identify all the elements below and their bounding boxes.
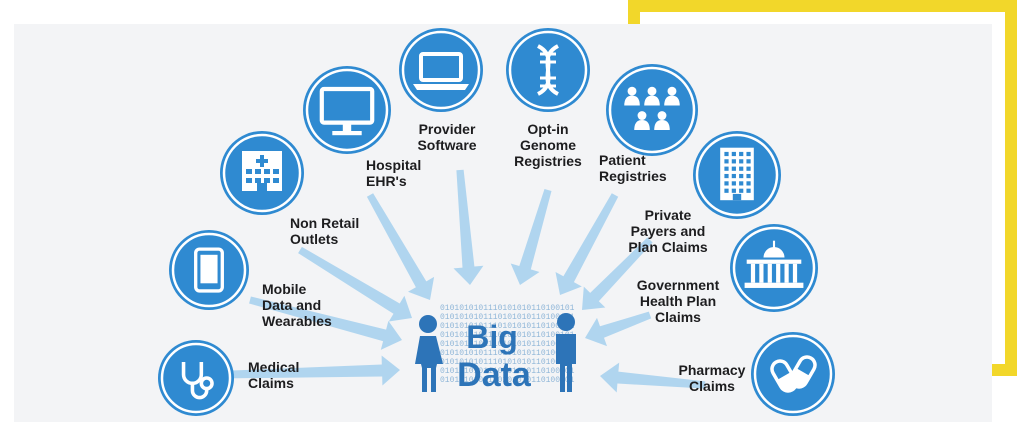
source-circle <box>399 28 483 112</box>
source-circle-ring <box>222 133 302 213</box>
arrow-medical-claims <box>209 355 400 386</box>
patient-group-icon <box>624 86 680 130</box>
label-line: Provider <box>419 121 476 137</box>
binary-line: 0101010101110101010110100101 <box>440 376 575 385</box>
label-line: Claims <box>689 378 735 394</box>
label-line: Plan Claims <box>628 239 708 255</box>
label-line: Patient <box>599 152 646 168</box>
source-circle-ring <box>508 30 588 110</box>
label-line: Wearables <box>262 313 332 329</box>
label-line: Genome <box>520 137 576 153</box>
label-line: Claims <box>248 375 294 391</box>
tablet-icon <box>194 247 224 293</box>
source-circle-ring <box>753 334 833 414</box>
binary-line: 0101010101110101010110100101 <box>440 322 575 331</box>
label-line: Pharmacy <box>679 362 746 378</box>
pill-capsules-icon <box>770 355 817 393</box>
source-circle-ring <box>401 30 481 110</box>
binary-line: 0101010101110101010110100101 <box>440 331 575 340</box>
source-circle-ring <box>608 66 696 154</box>
source-circle-ring <box>695 133 779 217</box>
arrow-non-retail <box>298 246 412 322</box>
label-line: Government <box>637 277 720 293</box>
arrow-genome <box>510 189 552 285</box>
label-line: Mobile <box>262 281 307 297</box>
man-figure-icon <box>556 313 576 392</box>
label-line: Medical <box>248 359 299 375</box>
data-text: Data <box>457 356 532 394</box>
binary-line: 0101010101110101010110100101 <box>440 313 575 322</box>
label-line: Private <box>645 207 692 223</box>
arrow-pharmacy <box>600 362 706 393</box>
source-circle-ring <box>160 342 232 414</box>
woman-figure-icon <box>415 315 443 392</box>
arrow-mobile-data <box>249 296 402 350</box>
label-line: Software <box>417 137 476 153</box>
label-line: Hospital <box>366 157 421 173</box>
source-circle <box>303 66 391 154</box>
arrow-patient-registries <box>555 193 619 295</box>
office-tower-icon <box>720 147 754 201</box>
binary-line: 0101010101110101010110100101 <box>440 358 575 367</box>
binary-line: 0101010101110101010110100101 <box>440 304 575 313</box>
monitor-icon <box>319 86 375 136</box>
binary-line: 0101010101110101010110100101 <box>440 367 575 376</box>
arrow-hospital-ehr <box>366 193 435 300</box>
label-line: Registries <box>514 153 582 169</box>
capitol-building-icon <box>744 240 804 288</box>
arrows-layer <box>209 169 706 393</box>
source-circle <box>606 64 698 156</box>
label-line: Data and <box>262 297 321 313</box>
label-line: Payers and <box>631 223 706 239</box>
clinic-building-icon <box>242 151 282 191</box>
arrow-private-payers <box>582 237 653 310</box>
arrow-provider-software <box>453 169 484 285</box>
dna-icon <box>536 44 560 96</box>
source-circle <box>730 224 818 312</box>
label-line: EHR's <box>366 173 407 189</box>
binary-line: 0101010101110101010110100101 <box>440 340 575 349</box>
big-data-hub: 0101010101110101010110100101010101010111… <box>415 304 576 394</box>
laptop-icon <box>413 52 469 90</box>
label-line: Registries <box>599 168 667 184</box>
stethoscope-icon <box>181 361 214 400</box>
big-text: Big <box>466 319 518 355</box>
source-circle-ring <box>305 68 389 152</box>
label-line: Outlets <box>290 231 338 247</box>
binary-line: 0101010101110101010110100101 <box>440 349 575 358</box>
label-line: Claims <box>655 309 701 325</box>
arrow-government <box>585 311 652 347</box>
source-circle-ring <box>732 226 816 310</box>
source-circle <box>158 340 234 416</box>
label-line: Health Plan <box>640 293 716 309</box>
label-line: Non Retail <box>290 215 359 231</box>
source-circle-ring <box>171 232 247 308</box>
binary-texture: 0101010101110101010110100101010101010111… <box>440 304 575 385</box>
label-line: Opt-in <box>527 121 568 137</box>
